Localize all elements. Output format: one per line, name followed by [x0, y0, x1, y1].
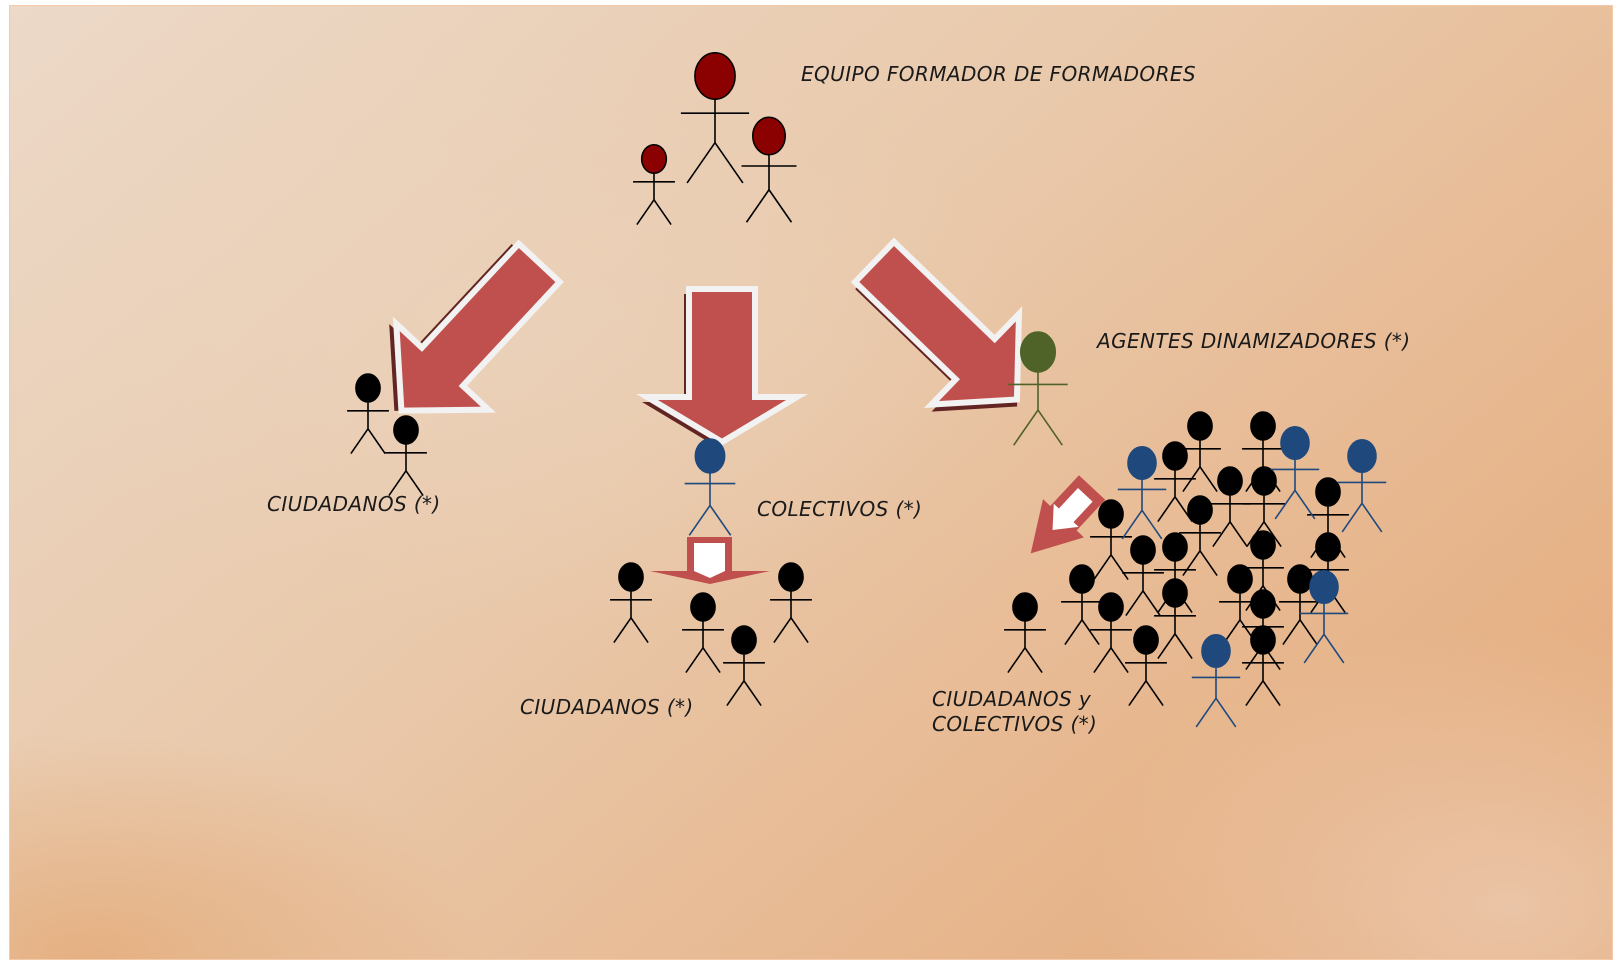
citizens-left-label: CIUDADANOS (*) [267, 492, 441, 516]
citizen-figure [1090, 499, 1132, 581]
collective-figure [1270, 426, 1320, 520]
agent-figure [1008, 331, 1068, 446]
collectives-label: COLECTIVOS (*) [757, 497, 923, 521]
citizen-figure [610, 562, 652, 644]
arrow-to-agents [850, 237, 1023, 412]
arrow-agent-to-group [1030, 475, 1106, 554]
collective-figure [1117, 446, 1167, 540]
citizen-figure [1125, 625, 1167, 707]
citizen-figure [1061, 564, 1103, 646]
citizen-figure [1243, 466, 1285, 548]
citizen-figure [770, 562, 812, 644]
citizens-collectives-line1: CIUDADANOS y [932, 687, 1092, 711]
citizen-figure [1154, 578, 1196, 660]
arrow-to-citizens [389, 239, 564, 414]
arrow-collective-to-citizens [650, 537, 770, 584]
agents-label: AGENTES DINAMIZADORES (*) [1097, 329, 1411, 353]
citizen-figure [1179, 495, 1221, 577]
team-label: EQUIPO FORMADOR DE FORMADORES [801, 62, 1196, 86]
trainer-figure [633, 144, 675, 226]
stick-figures [347, 52, 1387, 728]
flow-diagram [347, 52, 1387, 728]
collective-figure [684, 438, 736, 536]
citizen-figure [723, 625, 765, 707]
citizen-figure [1242, 625, 1284, 707]
citizen-figure [1279, 564, 1321, 646]
citizen-figure [347, 373, 389, 455]
citizen-figure [1209, 466, 1251, 548]
collective-figure [1337, 439, 1387, 533]
trainer-figure [680, 52, 750, 184]
citizens-center-label: CIUDADANOS (*) [520, 695, 694, 719]
collective-figure [1191, 634, 1241, 728]
citizens-collectives-label: CIUDADANOS y COLECTIVOS (*) [932, 687, 1097, 737]
citizen-figure [1004, 592, 1046, 674]
arrow-to-collectives [636, 286, 808, 447]
citizen-figure [1122, 535, 1164, 617]
citizens-collectives-line2: COLECTIVOS (*) [932, 712, 1098, 736]
citizen-figure [1154, 441, 1196, 523]
citizen-figure [385, 415, 427, 497]
citizen-figure [682, 592, 724, 674]
citizen-figure [1307, 477, 1349, 559]
citizen-figure [1090, 592, 1132, 674]
collective-figure [1299, 570, 1349, 664]
trainer-figure [741, 116, 797, 223]
diagram-canvas: EQUIPO FORMADOR DE FORMADORES AGENTES DI… [9, 5, 1613, 960]
